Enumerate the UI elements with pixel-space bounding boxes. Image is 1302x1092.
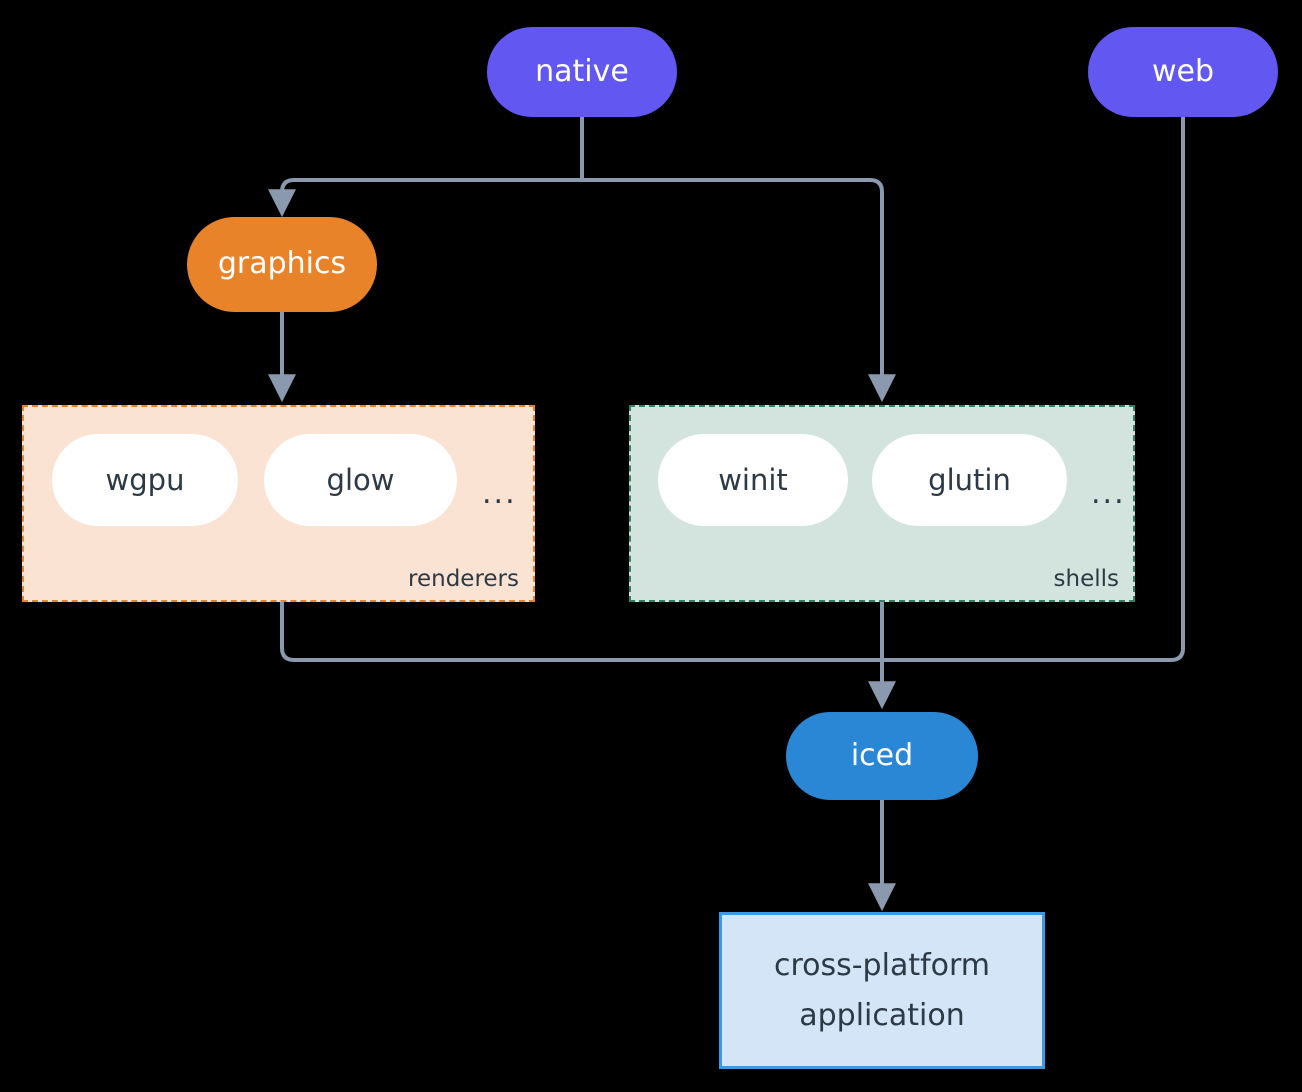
group-member-glow[interactable]: glow (264, 434, 457, 526)
group-member-wgpu-label: wgpu (105, 463, 185, 497)
node-cross-platform-application[interactable]: cross-platform application (719, 912, 1045, 1069)
group-renderers-overflow-ellipsis: ... (482, 476, 517, 511)
application-label-line1: cross-platform (773, 948, 991, 983)
group-member-glow-label: glow (326, 463, 395, 497)
node-web-label: web (1151, 53, 1215, 89)
group-member-glutin[interactable]: glutin (872, 434, 1067, 526)
node-native-label: native (535, 53, 629, 89)
node-web[interactable]: web (1088, 27, 1278, 117)
group-shells-label: shells (1053, 566, 1119, 592)
edge-renderers-to-iced (280, 602, 882, 662)
node-iced[interactable]: iced (786, 712, 978, 800)
node-graphics[interactable]: graphics (187, 217, 377, 312)
edge-native-to-shells (582, 178, 896, 403)
group-renderers-label: renderers (408, 566, 519, 592)
group-renderers: wgpu glow ... renderers (22, 405, 535, 602)
node-iced-label: iced (850, 737, 914, 773)
group-shells-overflow-ellipsis: ... (1091, 476, 1126, 511)
edge-native-to-graphics (268, 178, 582, 218)
group-member-glutin-label: glutin (928, 463, 1011, 497)
group-shells: winit glutin ... shells (629, 405, 1135, 602)
group-member-winit[interactable]: winit (658, 434, 848, 526)
application-label-line2: application (799, 997, 965, 1033)
group-member-winit-label: winit (718, 463, 788, 497)
node-graphics-label: graphics (217, 246, 347, 282)
node-native[interactable]: native (487, 27, 677, 117)
group-member-wgpu[interactable]: wgpu (52, 434, 238, 526)
